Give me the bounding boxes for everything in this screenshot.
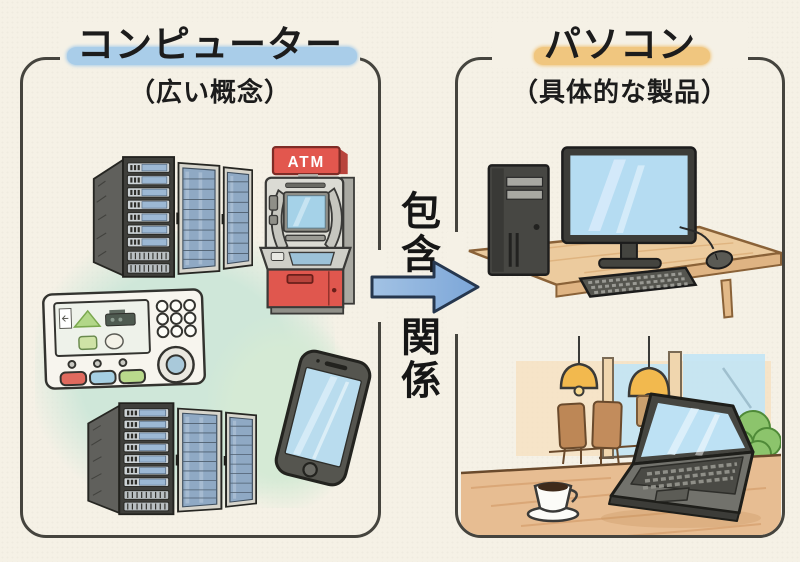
relation-word-top: 包含 (395, 190, 439, 276)
red-button (59, 370, 88, 387)
right-title-text: パソコン (544, 24, 696, 65)
right-panel-subtitle: （具体的な製品） (511, 77, 728, 107)
control-panel-icon (42, 288, 206, 390)
laptop-touchpad (654, 487, 690, 503)
atm-sign-label: ATM (288, 154, 325, 171)
blue-button (89, 369, 117, 386)
coffee-cup (526, 481, 580, 523)
phone-home-button (302, 461, 318, 478)
right-panel-title: パソコン (492, 22, 748, 68)
desk-leg (720, 278, 734, 319)
blue-highlight-mark (67, 47, 357, 65)
left-panel: ATM (20, 57, 381, 538)
relation-word-bottom: 関係 (395, 316, 439, 402)
arrow-shape (370, 260, 480, 314)
server-rack-icon (85, 129, 253, 299)
left-title-text: コンピューター (77, 24, 343, 65)
monitor-stand (620, 241, 638, 260)
smartphone-icon (274, 349, 372, 487)
atm-icon: ATM (258, 145, 355, 315)
pendant-lamp-icon (559, 336, 599, 397)
mouse (705, 250, 734, 270)
inclusion-arrow (370, 258, 482, 316)
server-rack-icon (79, 395, 257, 517)
left-panel-subtitle: （広い概念） (128, 77, 291, 107)
orange-highlight-mark (534, 47, 710, 65)
desktop-pc-icon (468, 146, 782, 319)
laptop-icon (608, 392, 755, 522)
right-panel (455, 57, 785, 538)
green-button (118, 368, 146, 385)
left-panel-title: コンピューター (60, 22, 360, 68)
laptop-cafe-icon (461, 336, 781, 535)
keypad-buttons (155, 298, 197, 339)
